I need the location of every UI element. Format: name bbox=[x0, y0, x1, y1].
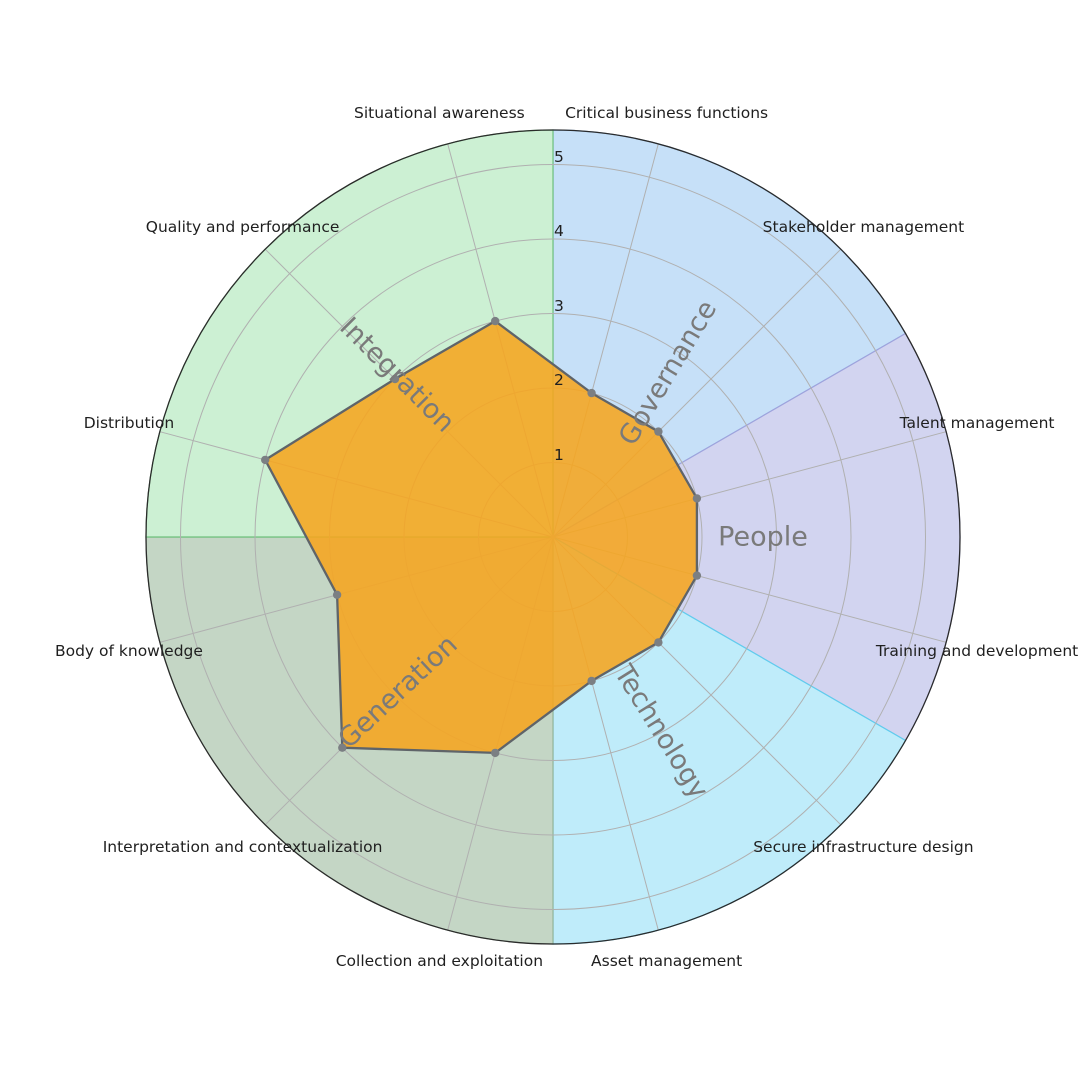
data-point-situational-awareness bbox=[491, 316, 500, 326]
data-point-critical-business-functions bbox=[587, 388, 596, 398]
data-point-training-and-development bbox=[692, 571, 702, 580]
data-point-stakeholder-management bbox=[654, 427, 663, 436]
data-point-secure-infrastructure-design bbox=[654, 638, 663, 647]
data-point-interpretation-and-contextualization bbox=[338, 743, 347, 752]
data-point-talent-management bbox=[692, 494, 702, 503]
grid-ring-5 bbox=[180, 164, 926, 910]
data-point-body-of-knowledge bbox=[332, 590, 342, 599]
data-point-collection-and-exploitation bbox=[491, 748, 500, 758]
outer-boundary-circle bbox=[145, 129, 961, 945]
data-point-quality-and-performance bbox=[390, 374, 400, 384]
data-point-asset-management bbox=[587, 676, 596, 686]
grid-ring-4 bbox=[254, 238, 852, 836]
data-point-distribution bbox=[261, 455, 270, 465]
